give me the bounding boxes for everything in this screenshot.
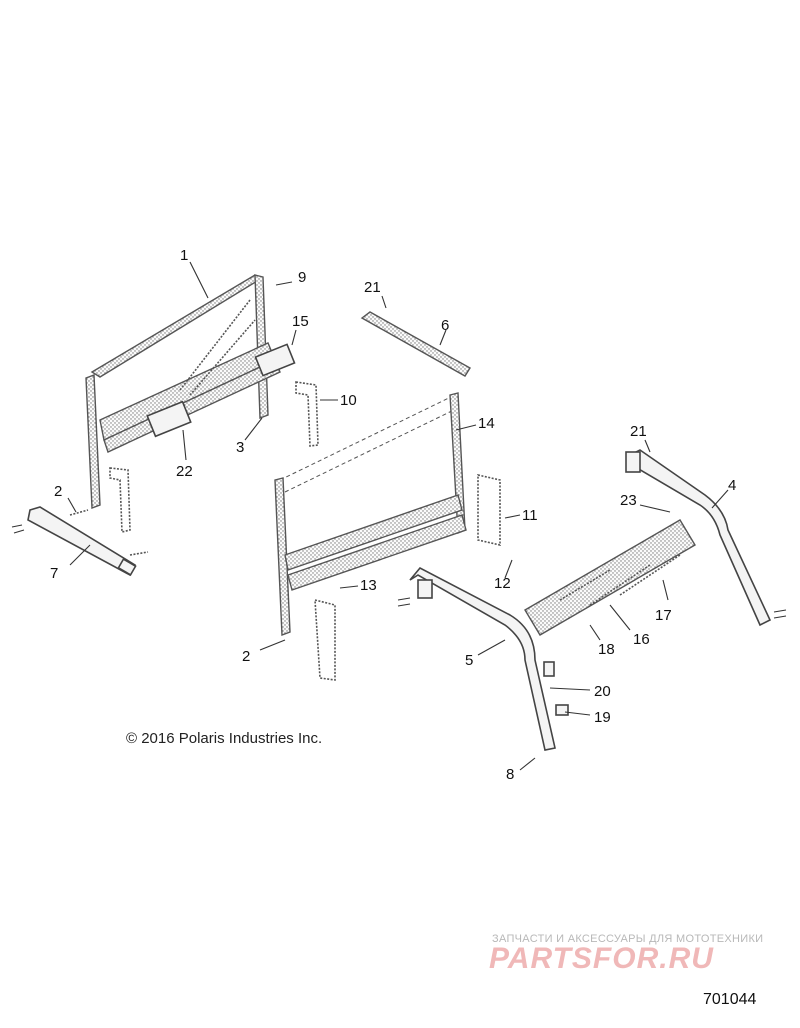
copyright-notice: © 2016 Polaris Industries Inc. — [126, 730, 323, 747]
callout-7: 7 — [50, 565, 58, 582]
callout-3: 3 — [236, 439, 244, 456]
callout-11: 11 — [522, 507, 538, 524]
front-cage-frame — [69, 274, 319, 556]
callout-13: 13 — [360, 577, 377, 594]
part-4-tube — [625, 449, 787, 627]
hardware-19-20 — [543, 661, 569, 716]
watermark-logo: PARTSFOR.RU — [489, 942, 714, 975]
callout-23: 23 — [620, 492, 637, 509]
callout-12: 12 — [494, 575, 511, 592]
callout-16: 16 — [633, 631, 650, 648]
leader-lines — [67, 261, 729, 771]
callout-5: 5 — [465, 652, 473, 669]
callout-21-right: 21 — [630, 423, 647, 440]
callout-2-front: 2 — [54, 483, 62, 500]
callout-21-top: 21 — [364, 279, 381, 296]
callout-15: 15 — [292, 313, 309, 330]
callout-6: 6 — [441, 317, 449, 334]
part-7-tube — [11, 506, 137, 577]
part-16-panel — [524, 519, 696, 636]
document-number: 701044 — [703, 991, 757, 1008]
callout-17: 17 — [655, 607, 672, 624]
callout-19: 19 — [594, 709, 611, 726]
callout-8: 8 — [506, 766, 514, 783]
callout-2-rear: 2 — [242, 648, 250, 665]
part-5-tube — [397, 566, 556, 751]
callout-labels: 1 2 2 3 4 5 6 7 8 9 10 11 12 13 14 15 16… — [50, 247, 736, 783]
callout-4: 4 — [728, 477, 736, 494]
callout-22: 22 — [176, 463, 193, 480]
callout-20: 20 — [594, 683, 611, 700]
callout-9: 9 — [298, 269, 306, 286]
rear-cage-frame — [274, 392, 501, 681]
callout-18: 18 — [598, 641, 615, 658]
part-6-bar — [360, 311, 471, 377]
watermark-tagline: ЗАПЧАСТИ И АКСЕССУАРЫ ДЛЯ МОТОТЕХНИКИ — [492, 933, 764, 945]
callout-10: 10 — [340, 392, 357, 409]
callout-1: 1 — [180, 247, 188, 264]
callout-14: 14 — [478, 415, 495, 432]
